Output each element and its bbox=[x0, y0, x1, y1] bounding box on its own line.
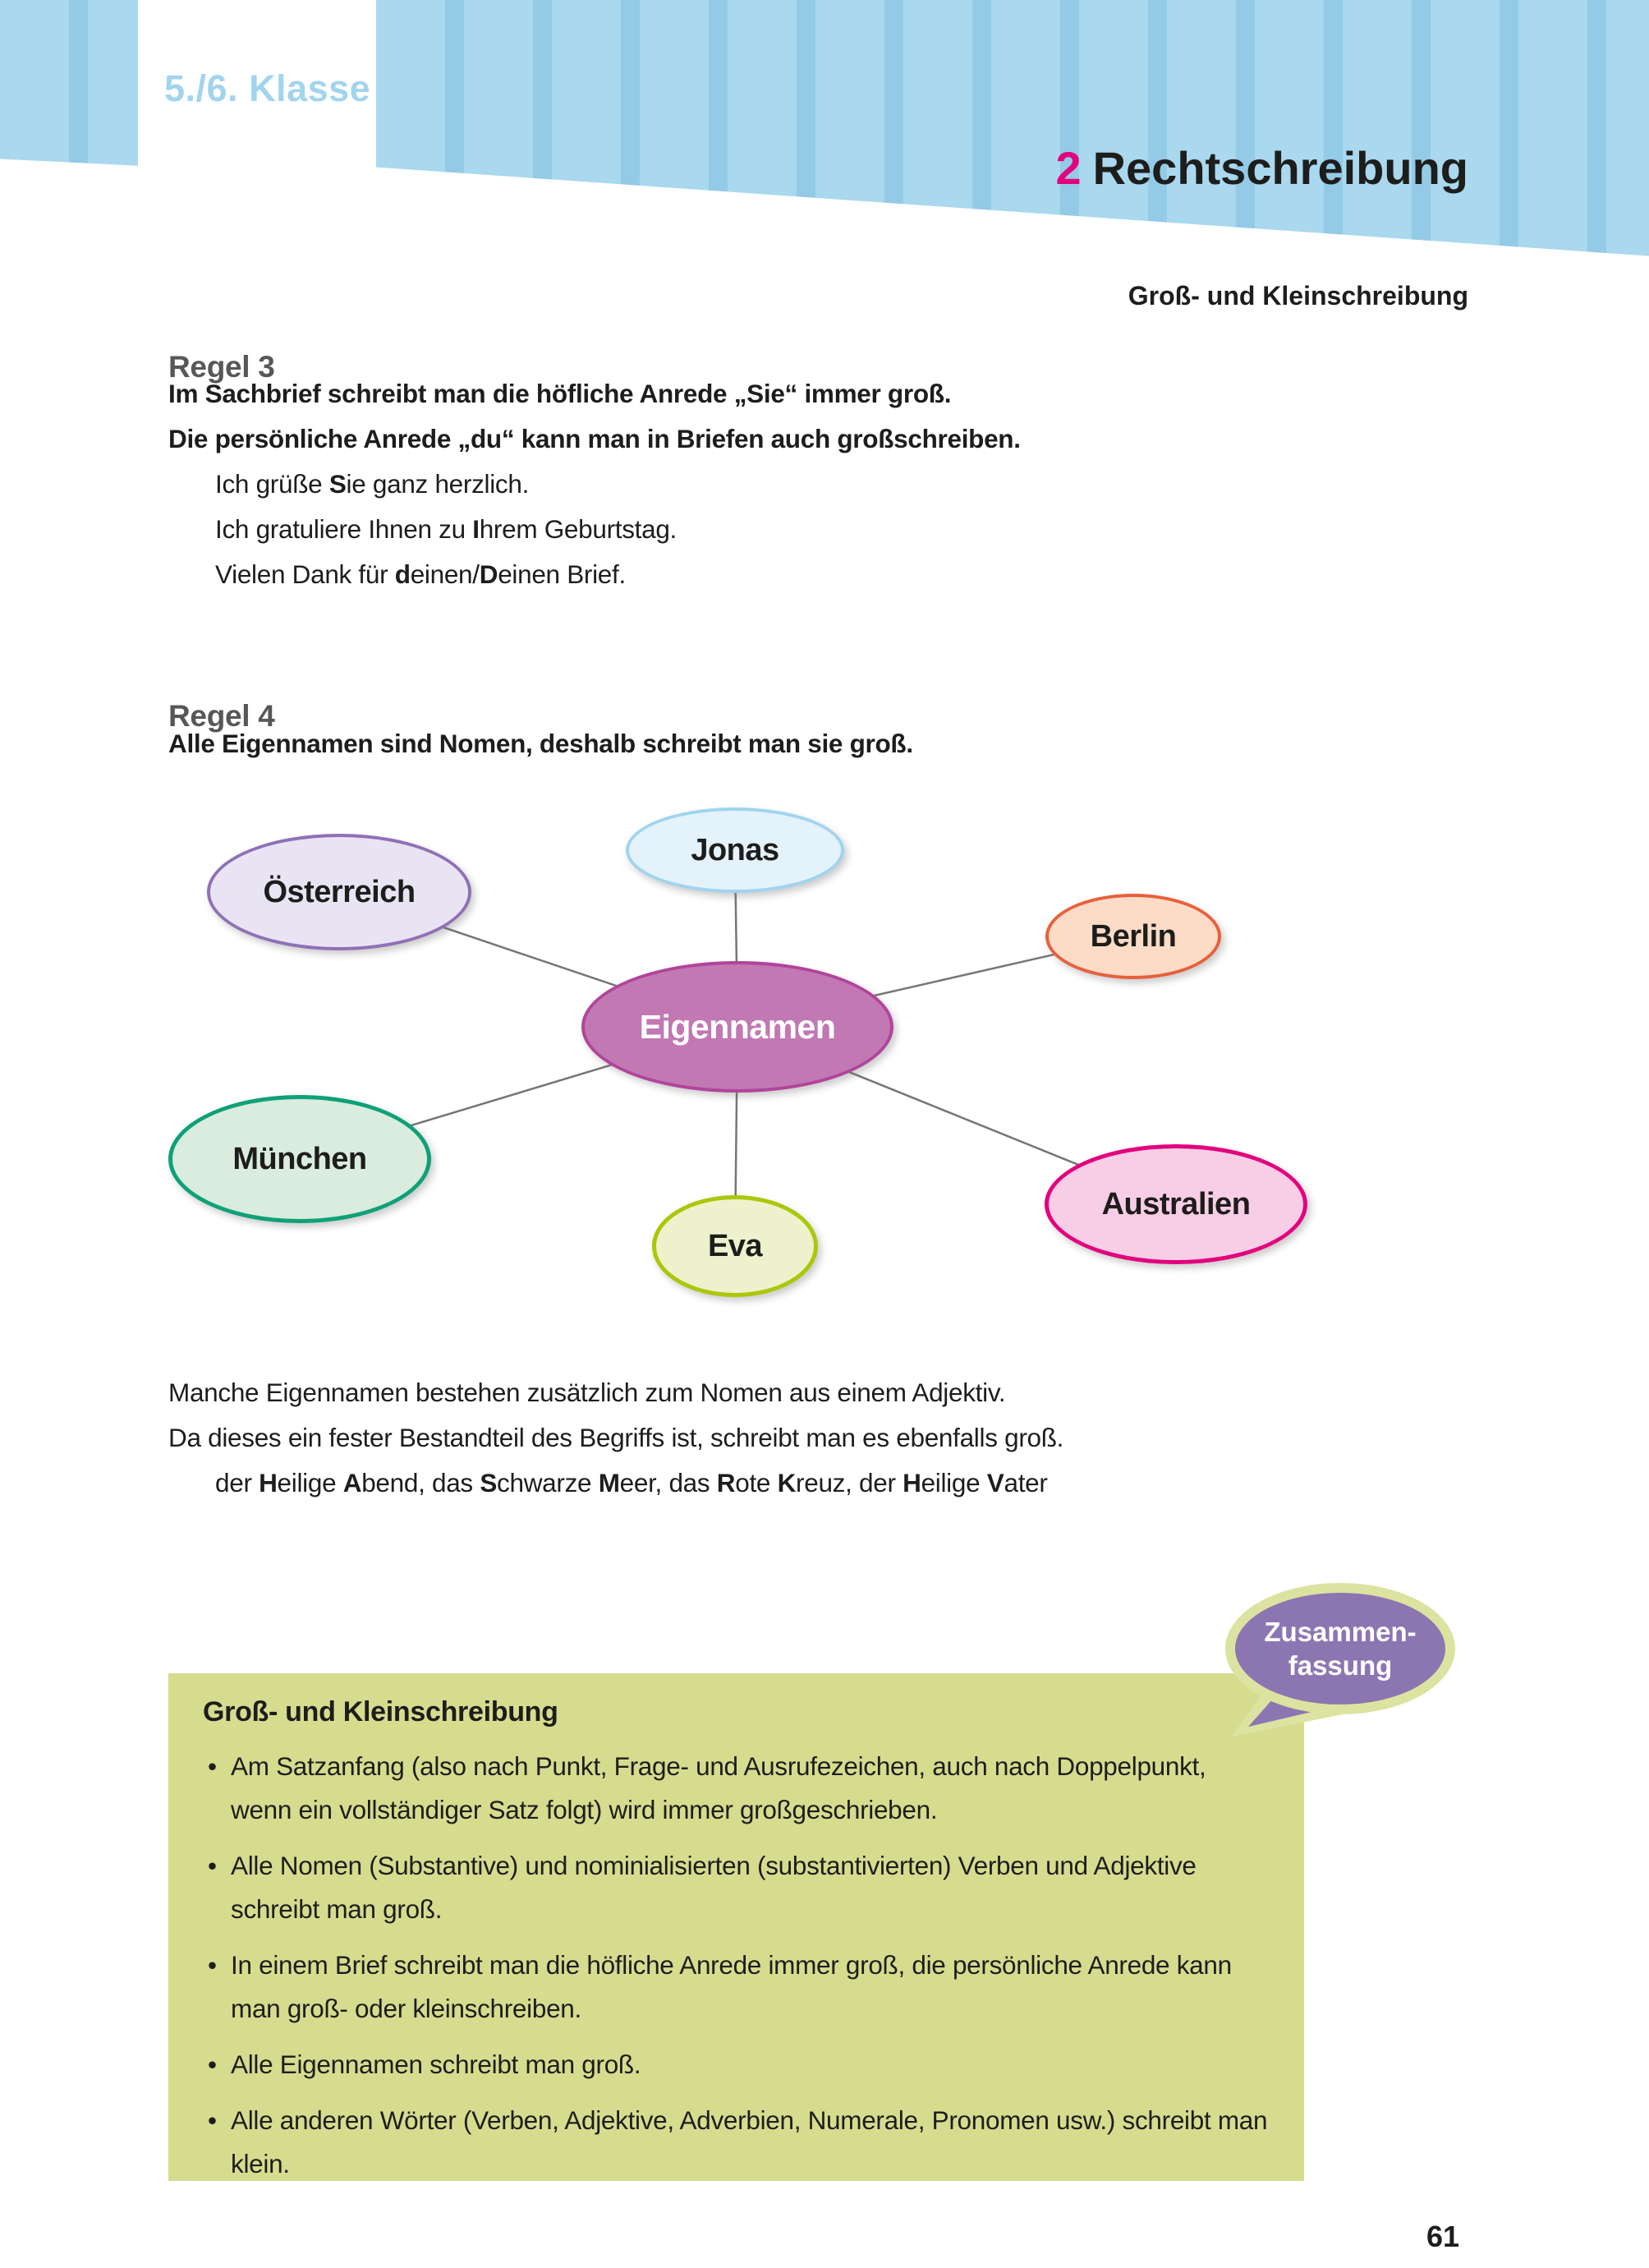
mindmap-center-label: Eigennamen bbox=[639, 1007, 836, 1046]
regel3-rule-line2: Die persönliche Anrede „du“ kann man in … bbox=[168, 424, 1021, 453]
mindmap-center-node-eigennamen: Eigennamen bbox=[581, 961, 893, 1093]
adjektiv-line2: Da dieses ein fester Bestandteil des Beg… bbox=[168, 1423, 1064, 1452]
adjektiv-line1: Manche Eigennamen bestehen zusätzlich zu… bbox=[168, 1378, 1006, 1407]
mindmap-node-label: Jonas bbox=[691, 832, 779, 867]
page-number: 61 bbox=[1426, 2220, 1460, 2253]
regel3-example-line2: Ich gratuliere Ihnen zu Ihrem Geburtstag… bbox=[215, 514, 678, 544]
regel3-rule-text: Im Sachbrief schreibt man die höfliche A… bbox=[168, 371, 1021, 462]
summary-bullet-item: Alle anderen Wörter (Verben, Adjektive, … bbox=[203, 2099, 1270, 2186]
mindmap-node-eva: Eva bbox=[652, 1195, 818, 1297]
grade-label: 5./6. Klasse bbox=[164, 67, 371, 109]
header-stripe-band-right bbox=[376, 0, 1649, 256]
summary-bullet-item: Alle Nomen (Substantive) und nominialisi… bbox=[203, 1844, 1270, 1931]
mindmap-node-jonas: Jonas bbox=[626, 807, 844, 893]
mindmap-node-label: Eva bbox=[707, 1228, 763, 1263]
mindmap-node-berlin: Berlin bbox=[1045, 894, 1221, 979]
regel3-example-line1: Ich grüße Sie ganz herzlich. bbox=[215, 469, 530, 499]
mindmap-node-australien: Australien bbox=[1045, 1144, 1307, 1264]
summary-heading: Groß- und Kleinschreibung bbox=[203, 1696, 558, 1727]
adjektiv-example-line: der Heilige Abend, das Schwarze Meer, da… bbox=[215, 1468, 1048, 1497]
chapter-number: 2 bbox=[1055, 142, 1082, 194]
regel3-examples: Ich grüße Sie ganz herzlich. Ich gratuli… bbox=[215, 462, 677, 597]
regel3-example-line3: Vielen Dank für deinen/Deinen Brief. bbox=[215, 559, 626, 589]
regel3-rule-line1: Im Sachbrief schreibt man die höfliche A… bbox=[168, 379, 952, 408]
adjektiv-paragraph: Manche Eigennamen bestehen zusätzlich zu… bbox=[168, 1370, 1063, 1461]
bubble-line1: Zusammen- bbox=[1264, 1617, 1417, 1647]
summary-bullet-list: Am Satzanfang (also nach Punkt, Frage- u… bbox=[203, 1745, 1270, 2186]
mindmap-node-label: Berlin bbox=[1090, 918, 1177, 954]
section-subtitle: Groß- und Kleinschreibung bbox=[1128, 281, 1468, 311]
bubble-line2: fassung bbox=[1288, 1650, 1393, 1681]
mindmap-node-label: München bbox=[232, 1141, 367, 1176]
summary-speech-bubble: Zusammen- fassung bbox=[1235, 1593, 1445, 1704]
summary-bullet-item: In einem Brief schreibt man die höfliche… bbox=[203, 1944, 1270, 2031]
mindmap-node-label: Österreich bbox=[263, 874, 416, 909]
regel4-rule-text: Alle Eigennamen sind Nomen, deshalb schr… bbox=[168, 729, 913, 758]
regel3-heading: Regel 3 bbox=[168, 349, 275, 384]
summary-bullet-item: Am Satzanfang (also nach Punkt, Frage- u… bbox=[203, 1745, 1270, 1832]
summary-bullet-item: Alle Eigennamen schreibt man groß. bbox=[203, 2043, 1270, 2086]
mindmap-node-muenchen: München bbox=[168, 1095, 431, 1223]
regel4-heading: Regel 4 bbox=[168, 698, 275, 733]
summary-box: Groß- und Kleinschreibung Am Satzanfang … bbox=[168, 1673, 1304, 2181]
mindmap-node-oesterreich: Österreich bbox=[207, 834, 471, 950]
mindmap-node-label: Australien bbox=[1101, 1186, 1251, 1221]
header-stripe-band-left bbox=[0, 0, 138, 166]
chapter-title: Rechtschreibung bbox=[1092, 142, 1468, 194]
